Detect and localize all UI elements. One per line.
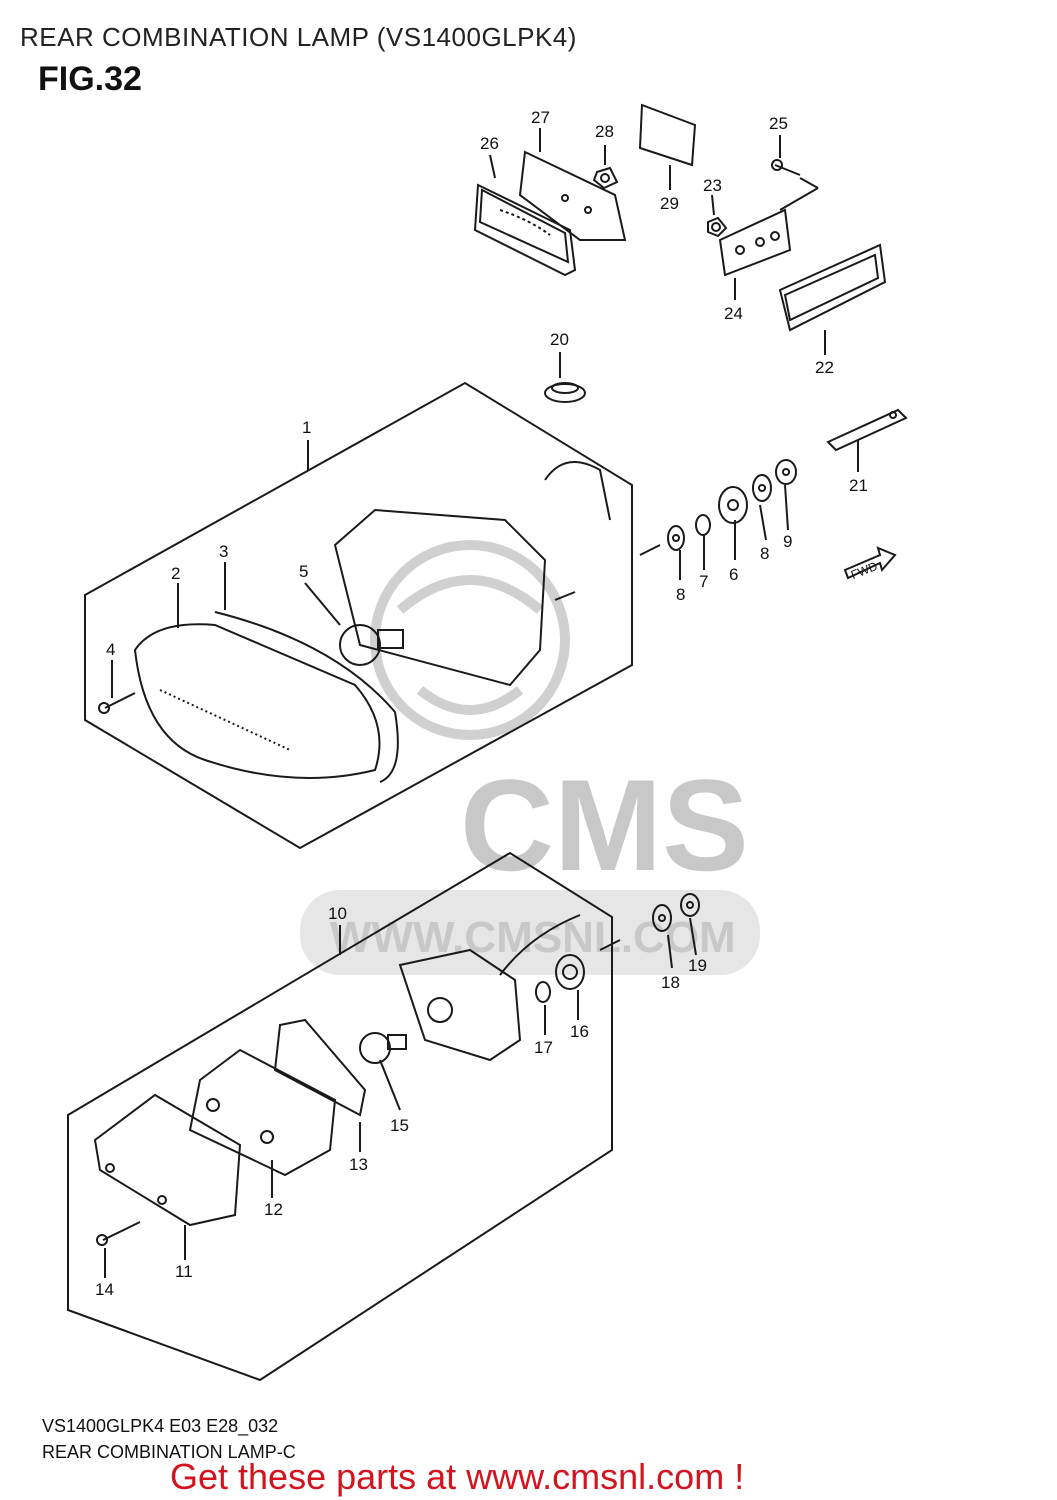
callout-19: 19 bbox=[688, 956, 707, 975]
callout-20: 20 bbox=[550, 330, 569, 349]
callout-4: 4 bbox=[106, 640, 116, 659]
lens-11 bbox=[93, 1093, 242, 1227]
callout-8b: 8 bbox=[760, 544, 770, 563]
reflector-bracket-27 bbox=[518, 150, 627, 241]
washer-8b bbox=[752, 474, 772, 502]
side-reflector-26 bbox=[473, 183, 577, 277]
callout-12: 12 bbox=[264, 1200, 283, 1219]
nut-9 bbox=[775, 459, 797, 485]
side-reflector-22 bbox=[778, 243, 887, 332]
callout-3: 3 bbox=[219, 542, 229, 561]
callout-5: 5 bbox=[299, 562, 309, 581]
callout-26: 26 bbox=[480, 134, 499, 153]
fwd-label: FWD bbox=[849, 559, 880, 582]
collar-17 bbox=[535, 981, 551, 1003]
nut-28 bbox=[592, 166, 619, 190]
assembly-10-frame bbox=[67, 851, 613, 1382]
lens-2 bbox=[133, 623, 381, 779]
nut-23 bbox=[707, 216, 728, 238]
nut-19 bbox=[680, 893, 700, 917]
collar-7 bbox=[695, 514, 711, 536]
assembly-1-frame bbox=[84, 381, 633, 850]
callout-8a: 8 bbox=[676, 585, 686, 604]
fwd-arrow: FWD bbox=[843, 546, 897, 582]
callout-22: 22 bbox=[815, 358, 834, 377]
callout-13: 13 bbox=[349, 1155, 368, 1174]
washer-18 bbox=[652, 904, 672, 932]
bracket-12 bbox=[188, 1048, 337, 1177]
figure-label: FIG.32 bbox=[38, 60, 142, 98]
callout-28: 28 bbox=[595, 122, 614, 141]
cushion-6 bbox=[718, 486, 748, 524]
callout-29: 29 bbox=[660, 194, 679, 213]
callout-15: 15 bbox=[390, 1116, 409, 1135]
page-title: REAR COMBINATION LAMP (VS1400GLPK4) bbox=[20, 22, 577, 52]
callout-9: 9 bbox=[783, 532, 793, 551]
screw-25 bbox=[771, 159, 801, 176]
callout-16: 16 bbox=[570, 1022, 589, 1041]
grommet-20 bbox=[544, 382, 586, 403]
callout-14: 14 bbox=[95, 1280, 114, 1299]
callout-10: 10 bbox=[328, 904, 347, 923]
bulb-15 bbox=[359, 1032, 407, 1064]
screw-14 bbox=[96, 1221, 141, 1246]
license-lamp-housing-10 bbox=[398, 914, 581, 1062]
diagram-code: VS1400GLPK4 E03 E28_032 bbox=[42, 1416, 279, 1436]
callout-17: 17 bbox=[534, 1038, 553, 1057]
cushion-16 bbox=[555, 954, 585, 990]
callout-1: 1 bbox=[302, 418, 312, 437]
bulb-5 bbox=[339, 624, 404, 666]
callout-2: 2 bbox=[171, 564, 181, 583]
cta-link[interactable]: Get these parts at www.cmsnl.com ! bbox=[170, 1456, 745, 1497]
gasket-13 bbox=[273, 1018, 367, 1117]
callout-24: 24 bbox=[724, 304, 743, 323]
reflector-bracket-24 bbox=[718, 208, 792, 277]
callout-21: 21 bbox=[849, 476, 868, 495]
diagram-name: REAR COMBINATION LAMP-C bbox=[42, 1442, 296, 1462]
washer-8a bbox=[667, 525, 685, 551]
callout-6: 6 bbox=[729, 565, 739, 584]
callout-11: 11 bbox=[175, 1262, 193, 1281]
screw-4 bbox=[98, 692, 136, 714]
gasket-3 bbox=[214, 611, 399, 783]
bracket-21 bbox=[826, 408, 908, 452]
callout-7: 7 bbox=[699, 572, 709, 591]
callout-27: 27 bbox=[531, 108, 550, 127]
callout-25: 25 bbox=[769, 114, 788, 133]
tape-29 bbox=[638, 103, 697, 167]
lamp-housing-1 bbox=[333, 461, 611, 687]
callout-23: 23 bbox=[703, 176, 722, 195]
callout-18: 18 bbox=[661, 973, 680, 992]
